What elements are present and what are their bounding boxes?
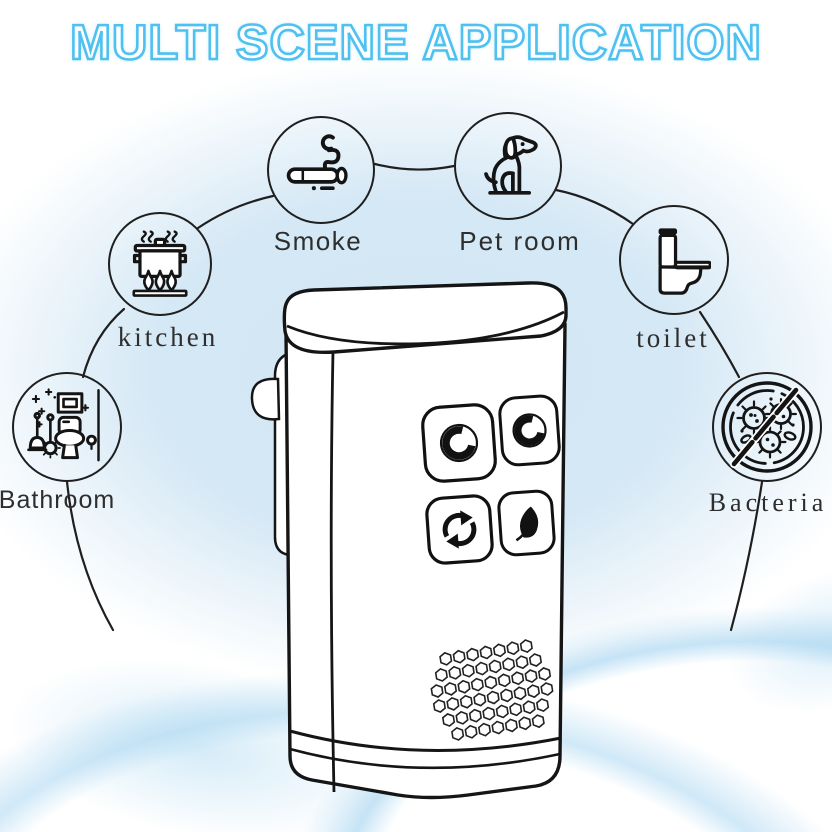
power-plug-prong	[250, 377, 281, 421]
cigarette-smoke-icon	[286, 134, 348, 191]
page-title: MULTI SCENE APPLICATION	[69, 15, 762, 72]
cooking-pot-stove-icon	[132, 230, 188, 297]
scene-circle-pet-room	[454, 112, 562, 220]
scene-label-smoke: Smoke	[273, 226, 363, 256]
speaker-honeycomb-grille	[430, 639, 554, 741]
knob-dial-icon	[514, 415, 545, 446]
dog-icon	[484, 135, 538, 195]
knob-dial-button-2[interactable]	[498, 394, 561, 467]
device-edge-line	[329, 350, 336, 793]
scene-circle-smoke	[267, 116, 375, 224]
device-buttons	[421, 394, 561, 565]
scene-circle-bathroom	[12, 372, 122, 482]
scene-label-kitchen: kitchen	[117, 322, 219, 352]
knob-dial-button-1[interactable]	[421, 403, 497, 483]
scene-label-pet-room: Pet room	[459, 226, 581, 256]
scene-circle-bacteria	[712, 372, 822, 482]
scene-circle-kitchen	[108, 212, 212, 316]
knob-dial-icon	[442, 426, 476, 460]
no-bacteria-icon	[721, 381, 813, 473]
bathroom-cleaning-icon	[27, 388, 100, 462]
toilet-side-icon	[658, 228, 711, 295]
top-cap-rim-line	[286, 310, 565, 346]
scene-label-bathroom: Bathroom	[0, 486, 116, 514]
scene-label-bacteria: Bacteria	[708, 488, 828, 517]
bottom-band-line-2	[289, 747, 561, 770]
device-body	[284, 322, 567, 800]
leaf-mode-button[interactable]	[497, 489, 556, 557]
bottom-band-line-1	[289, 729, 562, 752]
leaf-icon	[515, 506, 539, 542]
cycle-arrows-icon	[442, 510, 477, 549]
scene-circle-toilet	[619, 205, 729, 315]
cycle-mode-button[interactable]	[425, 494, 494, 565]
scene-label-toilet: toilet	[636, 323, 710, 353]
